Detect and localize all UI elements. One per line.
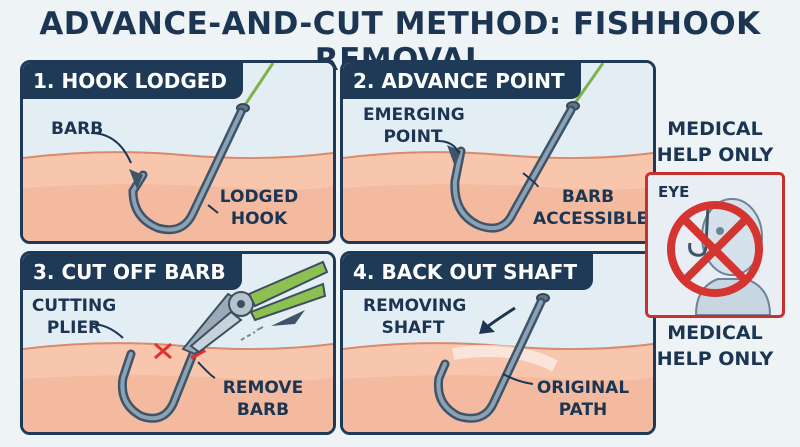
no-eye-removal-icon	[648, 175, 782, 315]
hook-label: HOOK	[230, 209, 288, 229]
cutting-label: CUTTING	[31, 296, 117, 316]
warning-bottom-line-2: HELP ONLY	[656, 348, 774, 370]
panel-hook-lodged: 1. HOOK LODGED BARB LODGED HOOK	[20, 60, 336, 244]
eye-warning-box: EYE	[645, 172, 785, 318]
point-label: POINT	[383, 127, 443, 147]
emerging-label: EMERGING	[363, 105, 465, 125]
back-out-shaft-illustration	[343, 254, 653, 432]
panel-cut-off-barb: 3. CUT OFF BARB CUTTING PLIER REMOVE BAR…	[20, 251, 336, 435]
plier-label: PLIER	[46, 318, 102, 338]
remove-label: REMOVE	[222, 378, 304, 398]
shaft-label: SHAFT	[381, 318, 445, 338]
barb-label: BARB	[51, 119, 104, 139]
eye-label: EYE	[658, 183, 690, 201]
panel-advance-point: 2. ADVANCE POINT EMERGING POINT BARB ACC…	[340, 60, 656, 244]
removing-label: REMOVING	[363, 296, 467, 316]
warning-top-line-2: HELP ONLY	[656, 144, 774, 166]
panel-title: 1. HOOK LODGED	[23, 63, 243, 99]
warning-bottom-line-1: MEDICAL	[667, 322, 763, 344]
warning-top-line-1: MEDICAL	[667, 118, 763, 140]
barb-label: BARB	[236, 400, 290, 420]
panel-title: 4. BACK OUT SHAFT	[343, 254, 594, 290]
advance-point-illustration	[343, 63, 653, 241]
panel-title: 3. CUT OFF BARB	[23, 254, 242, 290]
original-label: ORIGINAL	[536, 378, 630, 398]
lodged-label: LODGED	[219, 187, 299, 207]
panel-title: 2. ADVANCE POINT	[343, 63, 581, 99]
panel-back-out-shaft: 4. BACK OUT SHAFT REMOVING SHAFT ORIGINA…	[340, 251, 656, 435]
path-label: PATH	[558, 400, 608, 420]
barb-label: BARB	[561, 187, 615, 207]
accessible-label: ACCESSIBLE	[533, 209, 649, 229]
